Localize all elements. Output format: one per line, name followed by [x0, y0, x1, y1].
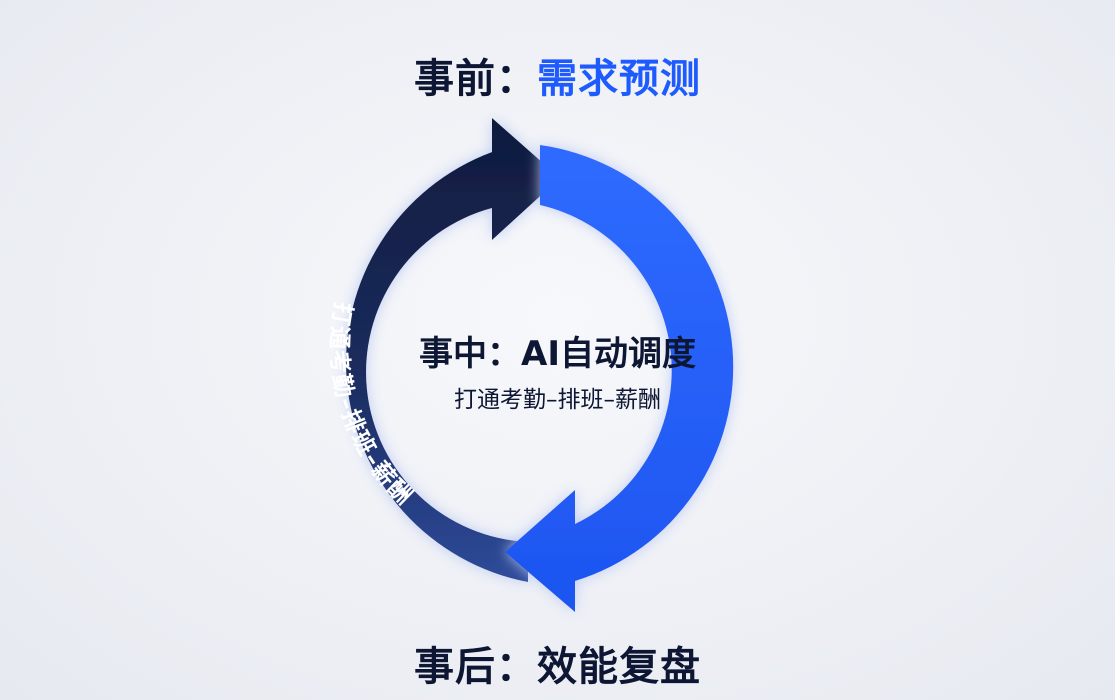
during-stage-subtitle: 打通考勤–排班–薪酬 — [454, 387, 661, 413]
before-stage-title: 事前：需求预测 — [0, 46, 1115, 104]
dark-cycle-arrow — [346, 118, 560, 582]
before-stage-highlight: 需求预测 — [537, 56, 701, 102]
during-stage-title: 事中：AI自动调度 — [419, 334, 696, 374]
after-stage-title: 事后：效能复盘 — [414, 644, 701, 690]
blue-cycle-arrow — [505, 145, 734, 612]
before-stage-prefix: 事前： — [414, 56, 537, 102]
